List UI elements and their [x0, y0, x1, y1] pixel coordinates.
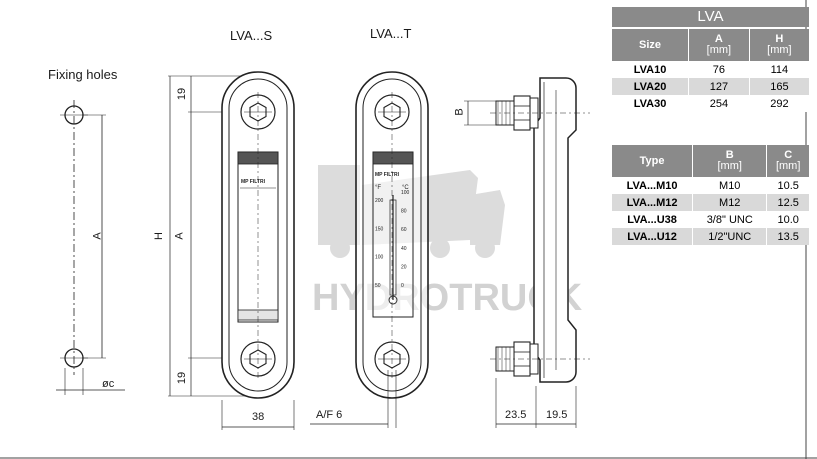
thermometer-c-tick: 80	[401, 209, 407, 215]
fixing-holes-diagram	[56, 100, 125, 395]
table-cell: LVA20	[612, 78, 689, 95]
model-t-label: LVA...T	[370, 26, 412, 41]
svg-text:MP FILTRI: MP FILTRI	[241, 179, 266, 185]
dim-af6: A/F 6	[316, 409, 343, 421]
thermometer-unit-c: °C	[402, 185, 409, 191]
thermometer-f-tick: 50	[375, 283, 381, 289]
fixing-holes-label: Fixing holes	[48, 67, 118, 82]
table-cell: 254	[688, 95, 750, 112]
thermometer-c-tick: 0	[401, 283, 404, 289]
dim-h: H	[152, 232, 165, 240]
thermometer-c-tick: 100	[401, 190, 410, 196]
dim-a-holes: A	[91, 232, 104, 240]
table-cell: 12.5	[766, 194, 809, 211]
column-header: H[mm]	[748, 29, 809, 61]
table-cell: 114	[748, 61, 809, 78]
thermometer-c-tick: 20	[401, 264, 407, 270]
table-cell: 10.0	[766, 211, 809, 228]
dim-38: 38	[252, 411, 265, 423]
thermometer-unit-f: °F	[375, 185, 381, 191]
dim-23-5: 23.5	[505, 409, 527, 421]
dim-c: øc	[102, 378, 115, 390]
table-cell: 3/8" UNC	[692, 211, 767, 228]
table-cell: 292	[748, 95, 809, 112]
column-header: C[mm]	[766, 145, 809, 177]
table-cell: LVA30	[612, 95, 689, 112]
side-view	[464, 77, 590, 428]
table-cell: 127	[688, 78, 750, 95]
table-cell: LVA...U12	[612, 228, 693, 245]
table-cell: M10	[692, 177, 767, 194]
lva-table-caption: LVA	[612, 7, 809, 27]
column-header: B[mm]	[692, 145, 767, 177]
thermometer-brand: MP FILTRI	[375, 172, 400, 178]
model-s-label: LVA...S	[230, 28, 273, 43]
dim-19-top: 19	[176, 87, 189, 101]
dim-19-bottom: 19	[176, 371, 189, 385]
table-cell: LVA10	[612, 61, 689, 78]
table-cell: M12	[692, 194, 767, 211]
table-cell: 10.5	[766, 177, 809, 194]
table-cell: 13.5	[766, 228, 809, 245]
lva-t-front-view	[310, 71, 429, 428]
dim-b: B	[453, 108, 466, 116]
dim-19-5: 19.5	[546, 409, 568, 421]
dim-a-body: A	[173, 232, 186, 240]
column-header: Type	[612, 145, 693, 177]
thermometer-f-tick: 150	[375, 226, 384, 232]
table-cell: 165	[748, 78, 809, 95]
column-header: Size	[612, 29, 689, 61]
column-header: A[mm]	[688, 29, 750, 61]
thermometer-c-tick: 40	[401, 246, 407, 252]
table-cell: LVA...U38	[612, 211, 693, 228]
thermometer-f-tick: 200	[375, 198, 384, 204]
table-cell: 76	[688, 61, 750, 78]
table-cell: LVA...M10	[612, 177, 693, 194]
table-cell: LVA...M12	[612, 194, 693, 211]
thermometer-c-tick: 60	[401, 227, 407, 233]
lva-s-front-view: MP FILTRI	[168, 71, 295, 430]
table-cell: 1/2"UNC	[692, 228, 767, 245]
thermometer-f-tick: 100	[375, 255, 384, 261]
